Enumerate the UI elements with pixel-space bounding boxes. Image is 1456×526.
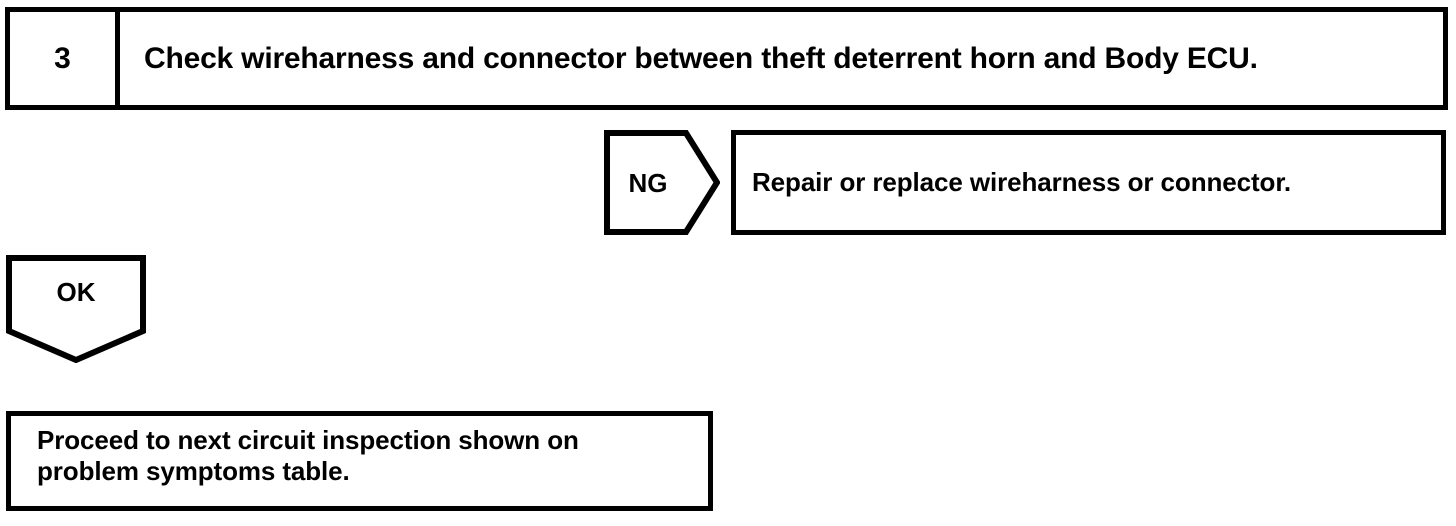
- ng-branch-pentagon: NG: [604, 130, 720, 235]
- ok-pentagon-icon: [6, 255, 146, 363]
- ng-pentagon-icon: [604, 130, 720, 235]
- step-header-box: 3 Check wireharness and connector betwee…: [5, 7, 1448, 110]
- step-number-cell: 3: [10, 12, 120, 105]
- ok-branch-label: OK: [56, 277, 96, 307]
- step-number-text: 3: [54, 41, 71, 75]
- ok-branch-pentagon: OK: [6, 255, 146, 363]
- ok-result-text: Proceed to next circuit inspection shown…: [37, 425, 579, 486]
- step-instruction-text: Check wireharness and connector between …: [144, 41, 1258, 75]
- ng-branch-label: NG: [628, 167, 668, 198]
- ng-result-text: Repair or replace wireharness or connect…: [752, 166, 1292, 197]
- step-instruction-cell: Check wireharness and connector between …: [125, 12, 1443, 105]
- ng-result-box: Repair or replace wireharness or connect…: [731, 130, 1446, 235]
- ok-result-box: Proceed to next circuit inspection shown…: [6, 411, 713, 511]
